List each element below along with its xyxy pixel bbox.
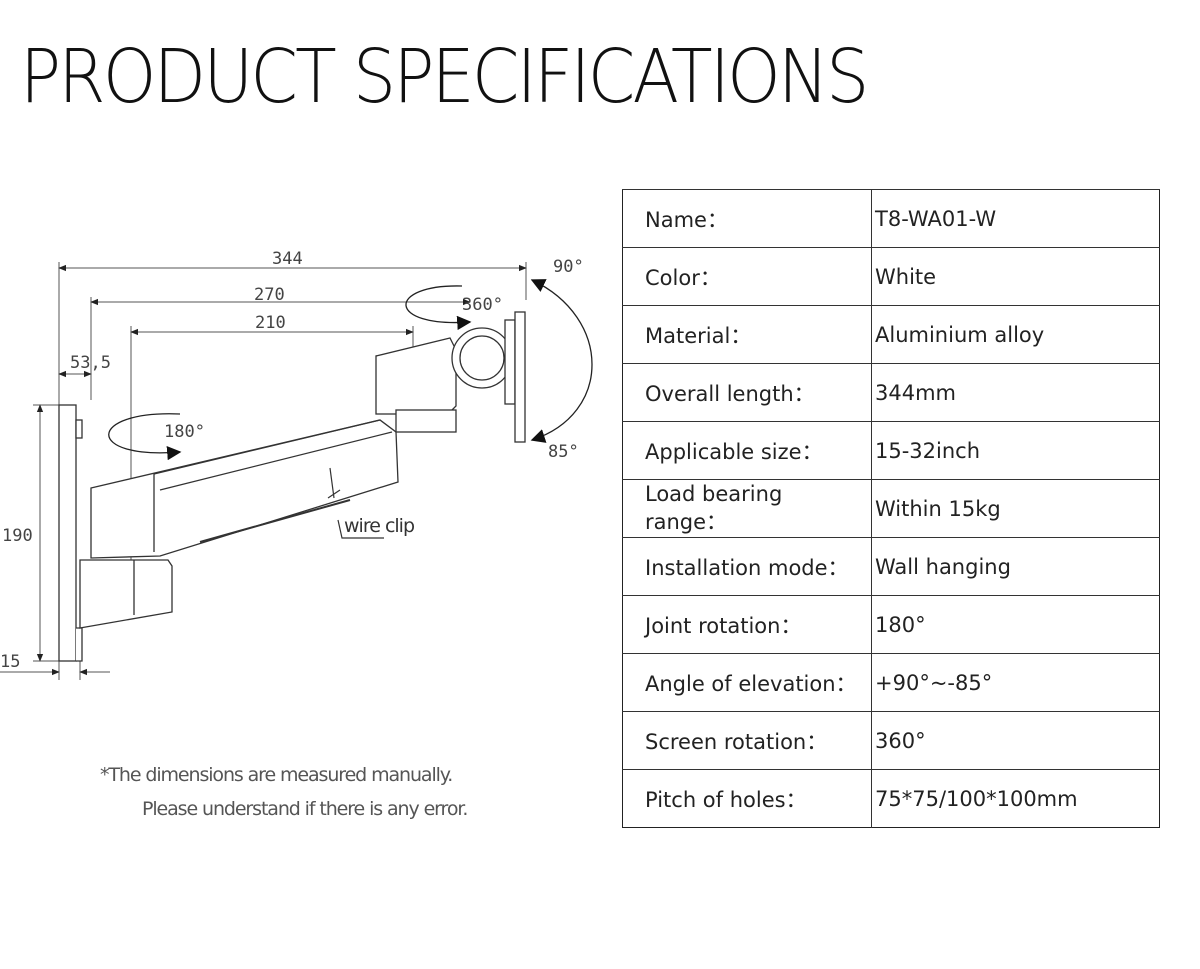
dim-53-5-label: 53,5 bbox=[70, 353, 111, 373]
spec-row: Name： T8-WA01-W bbox=[622, 189, 1160, 248]
spec-table: Name： T8-WA01-W Color： White Material： A… bbox=[622, 189, 1160, 828]
angle-85-label: 85° bbox=[548, 442, 579, 462]
spec-row: Pitch of holes： 75*75/100*100mm bbox=[622, 769, 1160, 828]
dimension-diagram: 344 270 210 53,5 190 15 90° 85° 360° 180… bbox=[0, 249, 593, 680]
spec-label: Overall length： bbox=[622, 363, 872, 422]
spec-label: Material： bbox=[622, 305, 872, 364]
spec-value: +90°~-85° bbox=[871, 653, 1160, 712]
spec-value: Within 15kg bbox=[871, 479, 1160, 538]
spec-row: Installation mode： Wall hanging bbox=[622, 537, 1160, 596]
spec-value: 75*75/100*100mm bbox=[871, 769, 1160, 828]
spec-label: Pitch of holes： bbox=[622, 769, 872, 828]
angle-360-label: 360° bbox=[462, 295, 503, 315]
dim-270-label: 270 bbox=[254, 285, 285, 305]
measurement-note: *The dimensions are measured manually. P… bbox=[100, 758, 520, 826]
dim-344-label: 344 bbox=[272, 249, 303, 269]
spec-label: Name： bbox=[622, 189, 872, 248]
spec-label: Applicable size： bbox=[622, 421, 872, 480]
spec-label: Color： bbox=[622, 247, 872, 306]
page-title: PRODUCT SPECIFICATIONS bbox=[20, 34, 869, 120]
spec-value: Aluminium alloy bbox=[871, 305, 1160, 364]
spec-label: Installation mode： bbox=[622, 537, 872, 596]
note-line-1: *The dimensions are measured manually. bbox=[100, 764, 453, 786]
spec-row: Applicable size： 15-32inch bbox=[622, 421, 1160, 480]
spec-row: Joint rotation： 180° bbox=[622, 595, 1160, 654]
dim-190-label: 190 bbox=[2, 526, 33, 546]
spec-value: 344mm bbox=[871, 363, 1160, 422]
spec-label: Angle of elevation： bbox=[622, 653, 872, 712]
spec-row: Overall length： 344mm bbox=[622, 363, 1160, 422]
dim-210-label: 210 bbox=[255, 313, 286, 333]
note-line-2: Please understand if there is any error. bbox=[142, 798, 468, 820]
spec-label: Load bearing range： bbox=[622, 479, 872, 538]
dim-15-label: 15 bbox=[0, 652, 20, 672]
spec-value: 15-32inch bbox=[871, 421, 1160, 480]
spec-value: White bbox=[871, 247, 1160, 306]
angle-180-label: 180° bbox=[164, 422, 205, 442]
spec-value: 360° bbox=[871, 711, 1160, 770]
spec-value: 180° bbox=[871, 595, 1160, 654]
spec-label: Joint rotation： bbox=[622, 595, 872, 654]
spec-value: T8-WA01-W bbox=[871, 189, 1160, 248]
spec-row: Angle of elevation： +90°~-85° bbox=[622, 653, 1160, 712]
angle-90-label: 90° bbox=[553, 257, 584, 277]
spec-row: Material： Aluminium alloy bbox=[622, 305, 1160, 364]
spec-row: Load bearing range： Within 15kg bbox=[622, 479, 1160, 538]
wire-clip-label: wire clip bbox=[344, 515, 415, 537]
spec-value: Wall hanging bbox=[871, 537, 1160, 596]
spec-label: Screen rotation： bbox=[622, 711, 872, 770]
spec-row: Screen rotation： 360° bbox=[622, 711, 1160, 770]
spec-row: Color： White bbox=[622, 247, 1160, 306]
